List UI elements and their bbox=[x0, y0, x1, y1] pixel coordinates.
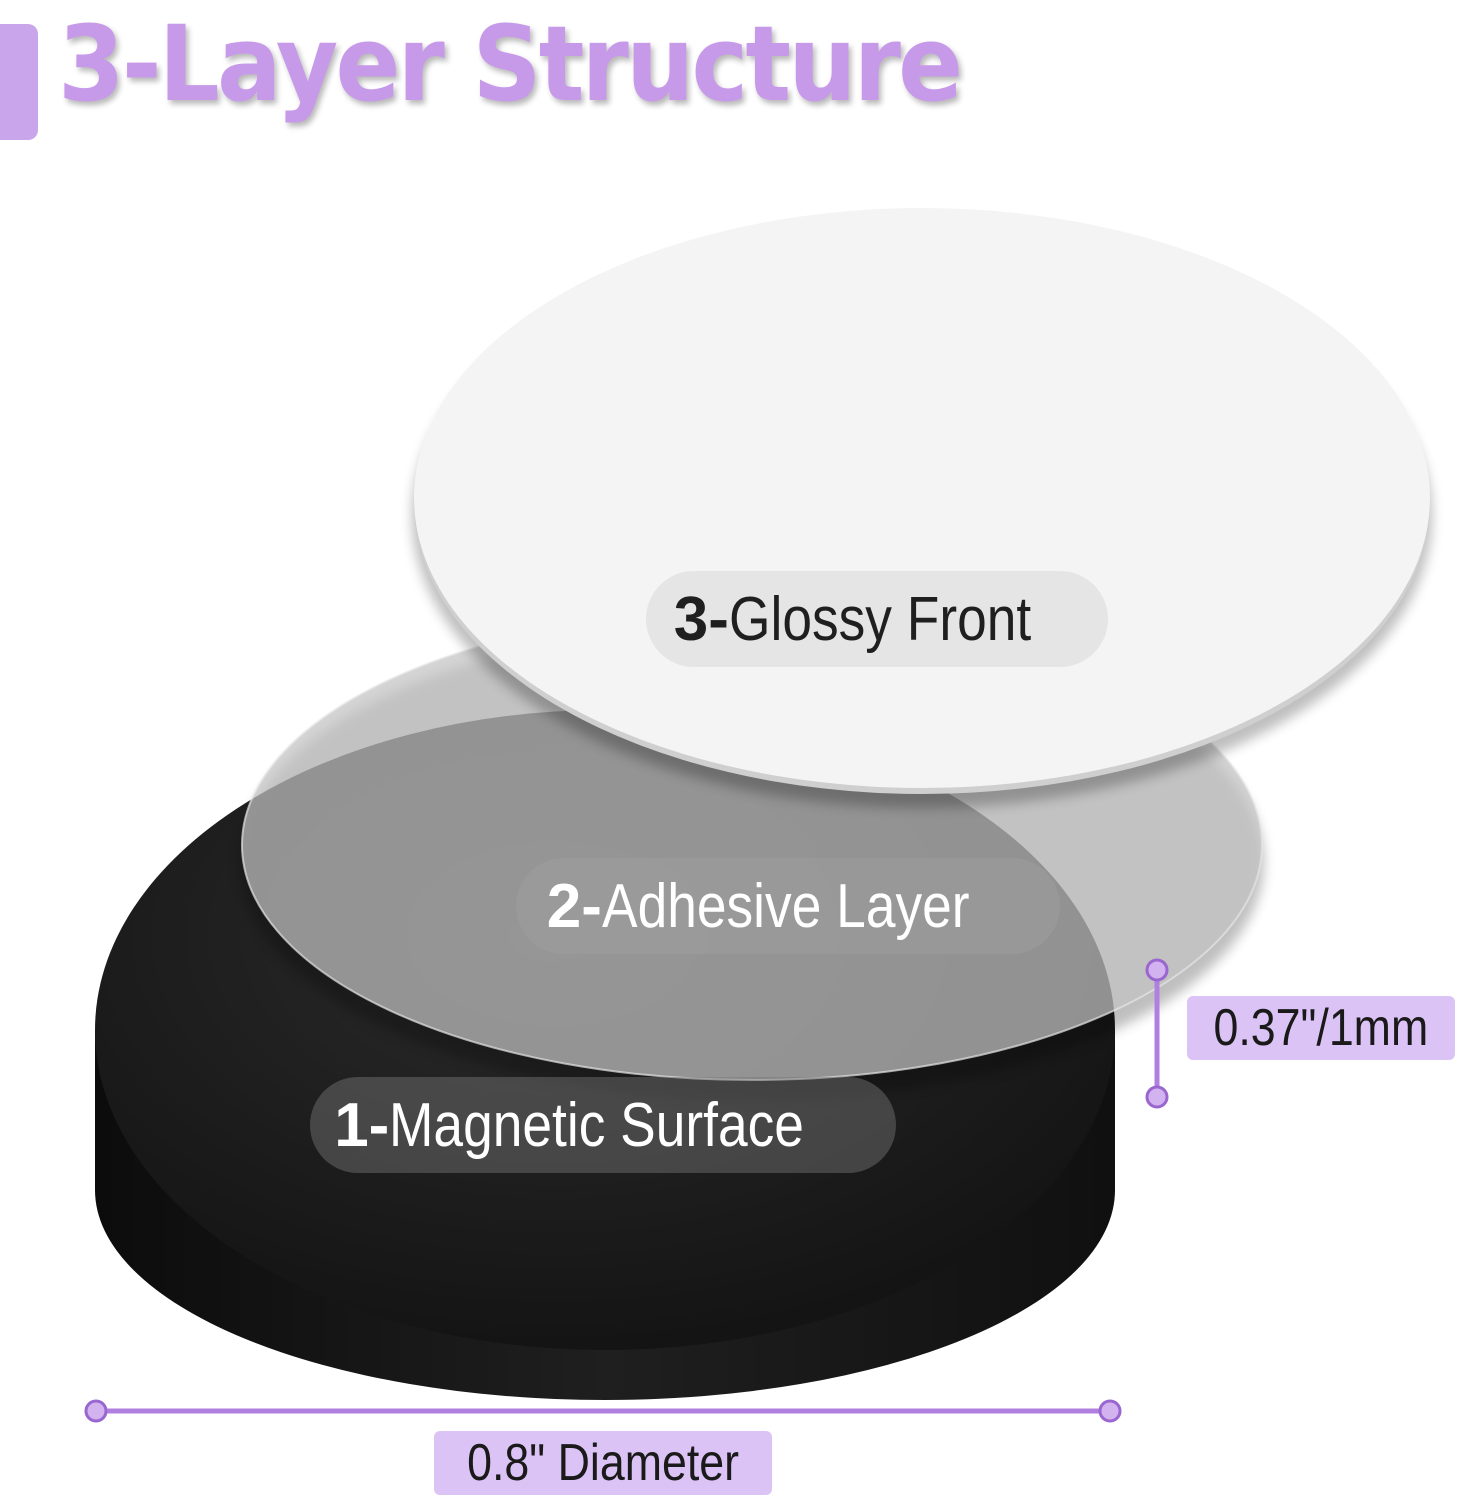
layer-3-number: 3- bbox=[673, 584, 729, 654]
diameter-value: 0.8" Diameter bbox=[467, 1434, 739, 1492]
layer-2-name: Adhesive Layer bbox=[601, 871, 970, 941]
thickness-dimension-line bbox=[1145, 958, 1169, 1109]
glossy-disc bbox=[412, 208, 1432, 808]
layer-3-label: 3-Glossy Front bbox=[646, 571, 1108, 667]
diameter-tag: 0.8" Diameter bbox=[434, 1431, 772, 1495]
layer-1-number: 1- bbox=[334, 1090, 390, 1160]
layer-2-number: 2- bbox=[546, 871, 602, 941]
title-accent-bar bbox=[0, 24, 38, 140]
layer-3-name: Glossy Front bbox=[728, 584, 1032, 654]
thickness-tag: 0.37"/1mm bbox=[1187, 996, 1455, 1060]
layer-1-label: 1-Magnetic Surface bbox=[310, 1077, 896, 1173]
diameter-dimension-line bbox=[84, 1399, 1122, 1423]
thickness-value: 0.37"/1mm bbox=[1213, 999, 1429, 1057]
page-title: 3-Layer Structure bbox=[58, 3, 963, 125]
layer-2-label: 2-Adhesive Layer bbox=[516, 858, 1060, 954]
layer-1-name: Magnetic Surface bbox=[389, 1090, 805, 1160]
